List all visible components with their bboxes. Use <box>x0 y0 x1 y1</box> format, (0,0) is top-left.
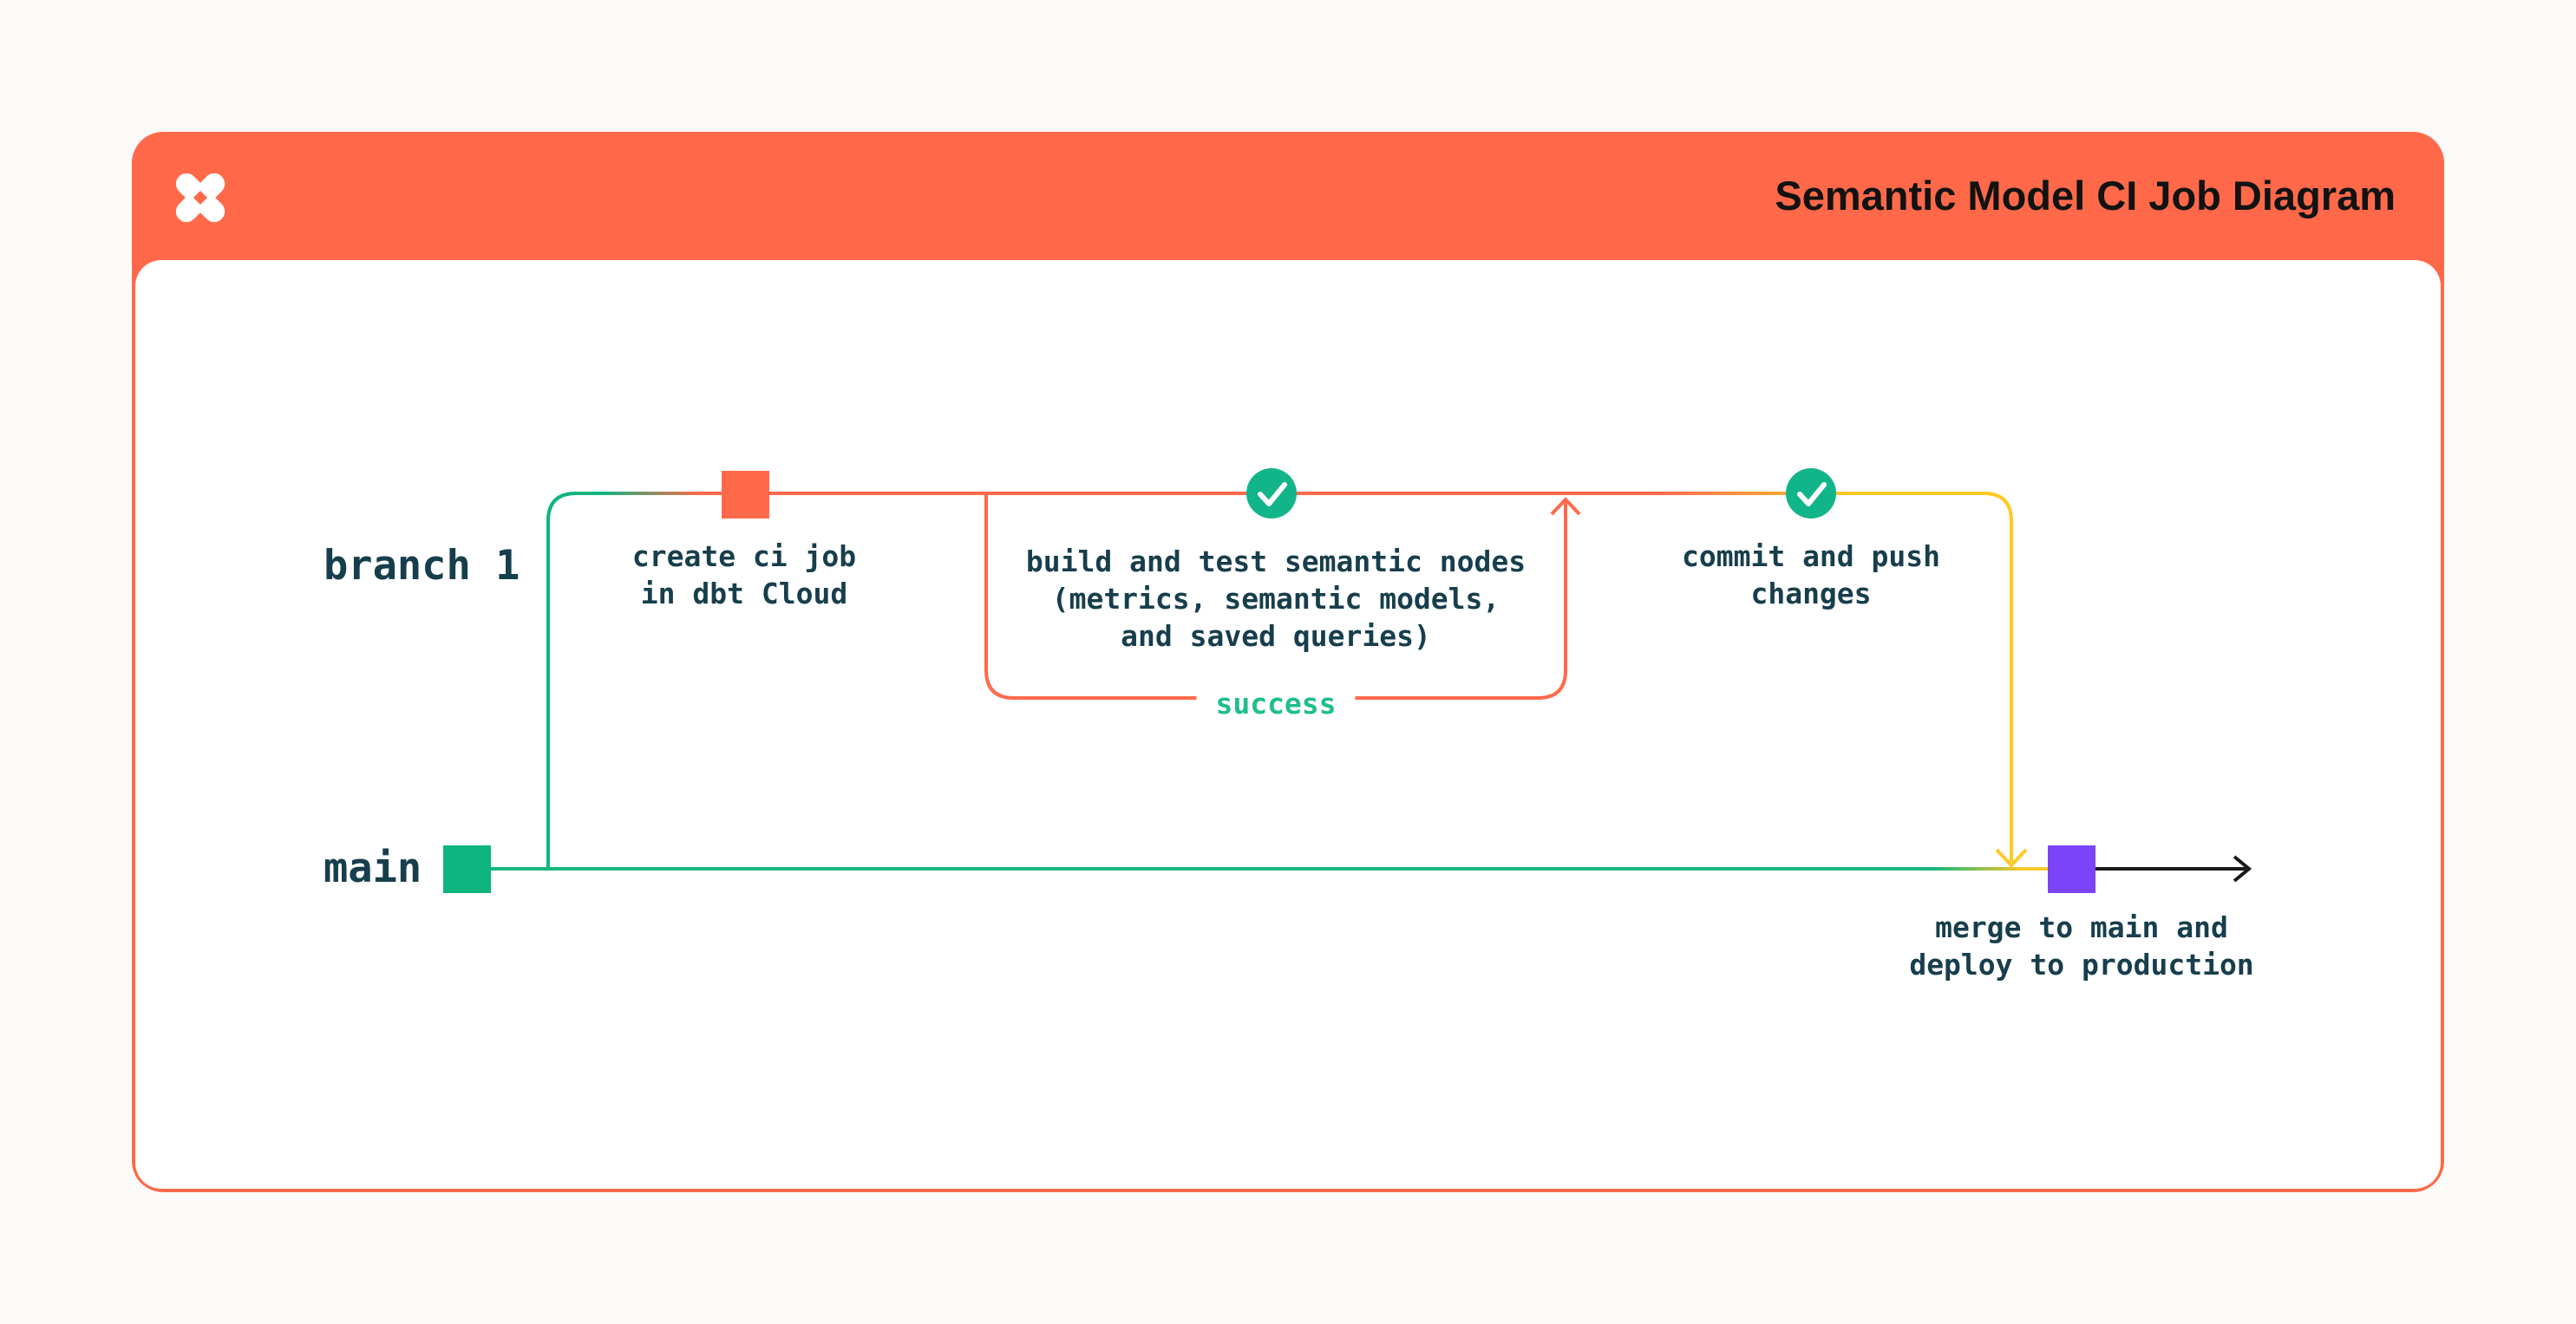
production-arrow-icon <box>2233 855 2252 883</box>
merge-deploy-label: merge to main and deploy to production <box>1909 910 2254 982</box>
dbt-logo-icon <box>175 173 226 223</box>
build-test-label: build and test semantic nodes (metrics, … <box>1025 545 1527 653</box>
diagram-card: Semantic Model CI Job Diagram <box>132 132 2444 1192</box>
branch-lane-label: branch 1 <box>324 542 520 590</box>
check-circle-icon <box>1786 468 1836 519</box>
diagram-canvas <box>135 260 2441 1189</box>
merge-commit-node <box>2048 845 2095 893</box>
check-circle-icon <box>1246 468 1297 519</box>
create-ci-job-commit-node <box>722 471 769 519</box>
create-ci-job-label: create ci job in dbt Cloud <box>631 539 857 610</box>
main-commit-node <box>443 845 491 893</box>
main-lane-label: main <box>324 845 422 892</box>
success-label: success <box>1196 685 1356 723</box>
logo-diamond <box>193 190 208 205</box>
page-title: Semantic Model CI Job Diagram <box>1775 173 2396 218</box>
commit-push-label: commit and push changes <box>1681 539 1941 610</box>
success-arrow-icon <box>1550 497 1581 516</box>
merge-arrow-icon <box>1995 848 2028 868</box>
